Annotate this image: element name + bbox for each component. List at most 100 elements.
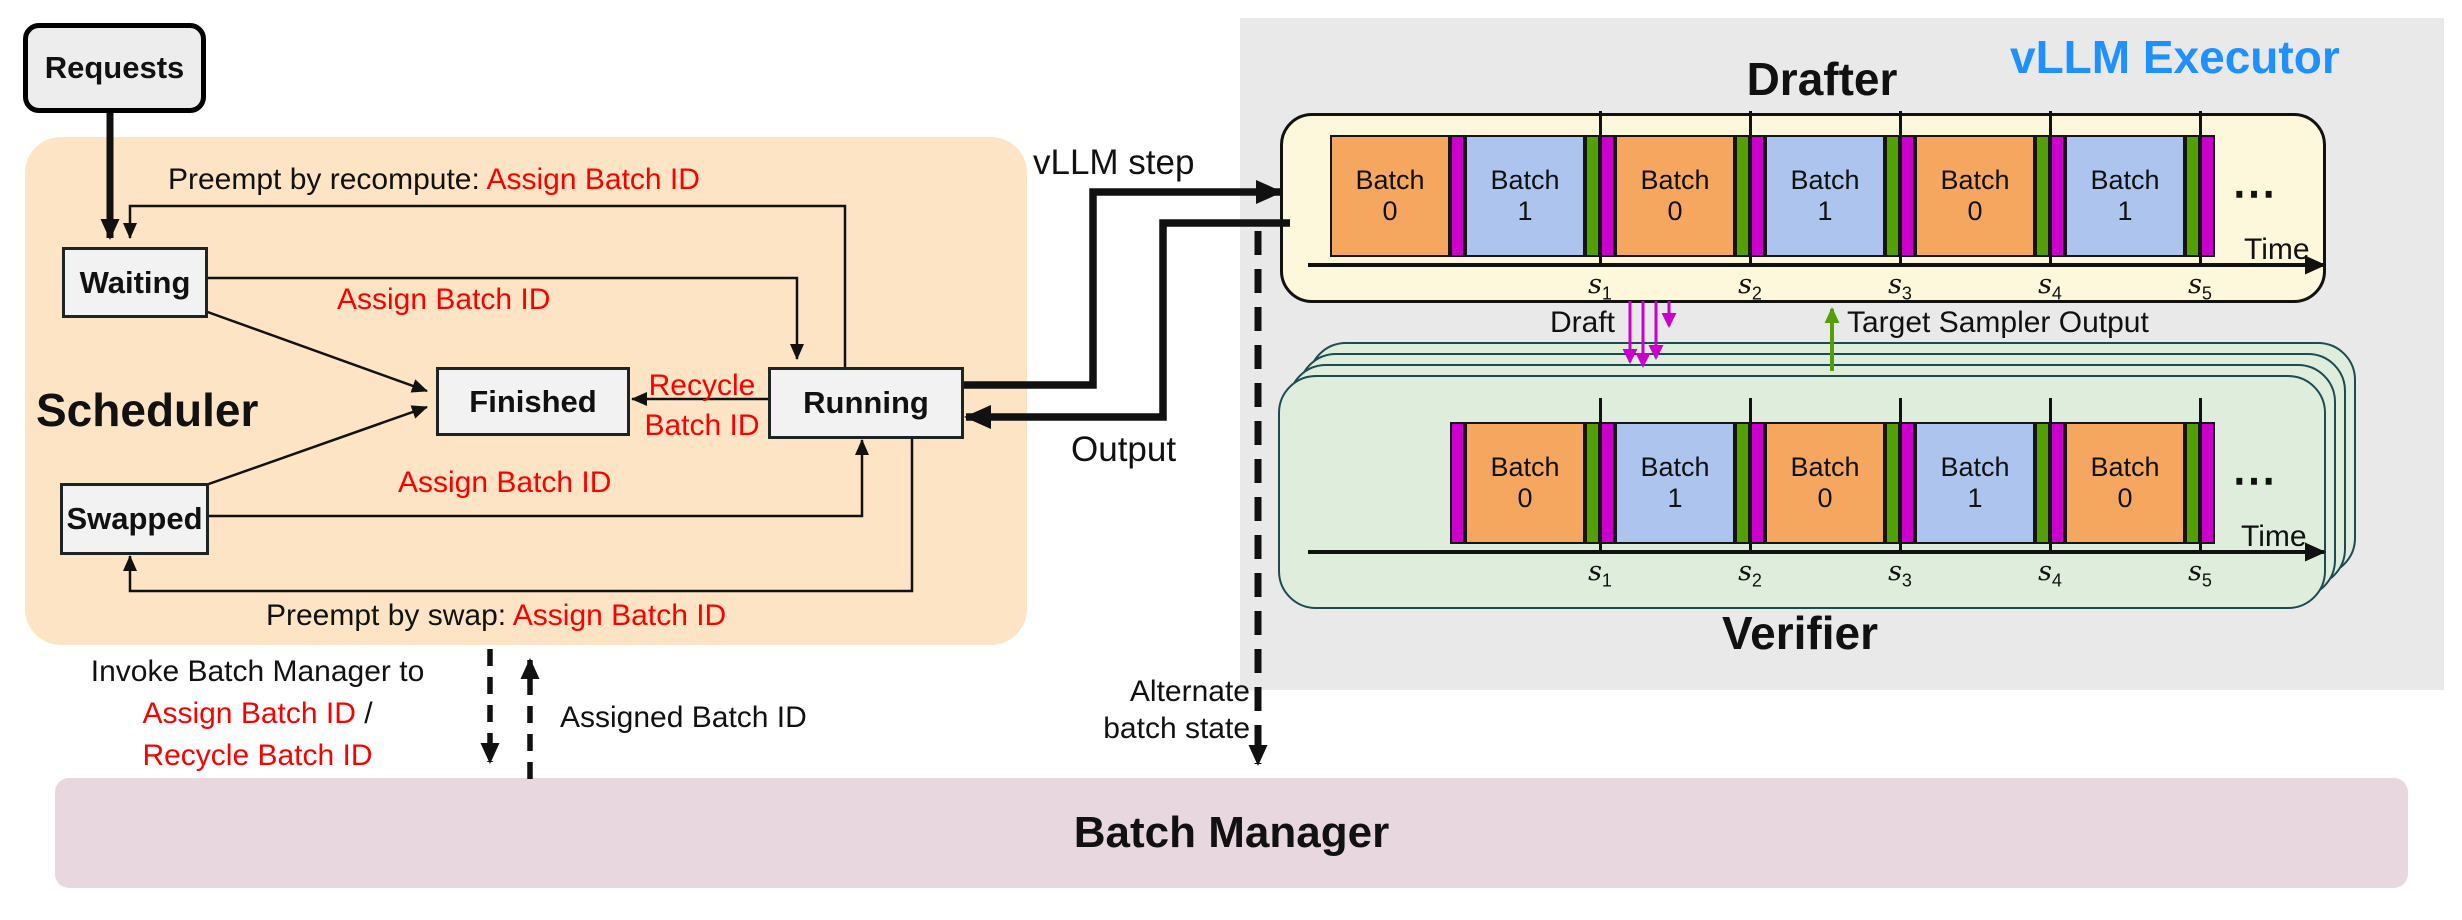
invoke-batch-manager-label: Invoke Batch Manager to Assign Batch ID … [55, 651, 460, 777]
batch-block-text: 1 [2117, 196, 2133, 226]
green-strip [2185, 422, 2200, 544]
step-tick [1598, 398, 1602, 422]
requests-box: Requests [23, 23, 206, 113]
state-swapped: Swapped [60, 483, 209, 555]
invoke-line2-black: / [355, 697, 373, 730]
green-strip [2185, 135, 2200, 257]
batch-block-text: 0 [1382, 196, 1398, 226]
step-label-s3: s3 [1888, 269, 1912, 304]
step-tick [1898, 398, 1902, 422]
alternate-line1: Alternate [1129, 675, 1250, 708]
invoke-line2-red: Assign Batch ID [142, 697, 356, 730]
batch-block-text: Batch [1355, 165, 1425, 195]
drafter-time-label: Time [2244, 233, 2310, 266]
output-label: Output [1071, 430, 1177, 469]
preempt-recompute-label: Preempt by recompute: Assign Batch ID [168, 163, 700, 197]
green-strip [1735, 422, 1750, 544]
step-tick [1598, 111, 1602, 135]
step-tick [1598, 257, 1602, 266]
preempt-swap-red: Assign Batch ID [512, 599, 727, 632]
requests-label: Requests [44, 50, 185, 85]
batch-manager-title: Batch Manager [1073, 808, 1390, 857]
green-strip [1585, 422, 1600, 544]
running-label: Running [803, 385, 929, 420]
assign-batch-id-swapped-label: Assign Batch ID [398, 466, 612, 499]
step-label-s2: s2 [1738, 556, 1762, 591]
state-finished: Finished [436, 367, 630, 436]
step-tick [1748, 257, 1752, 266]
batch-block-text: Batch [1940, 165, 2010, 195]
magenta-strip [2050, 135, 2065, 257]
batch-block-text: Batch [2090, 452, 2160, 482]
invoke-line3: Recycle Batch ID [142, 739, 373, 772]
verifier-time-label: Time [2241, 520, 2307, 553]
green-strip [1585, 135, 1600, 257]
preempt-swap-black: Preempt by swap: [266, 599, 513, 632]
preempt-recompute-black: Preempt by recompute: [168, 163, 487, 196]
magenta-strip [1450, 135, 1465, 257]
batch-block-text: 0 [1517, 483, 1533, 513]
batch-block-text: Batch [1640, 165, 1710, 195]
magenta-strip [2050, 422, 2065, 544]
step-tick [2048, 257, 2052, 266]
preempt-recompute-red: Assign Batch ID [486, 163, 700, 196]
batch-block-text: 1 [1967, 483, 1983, 513]
batch-block-text: Batch [1490, 452, 1560, 482]
batch-block-text: Batch [1940, 452, 2010, 482]
step-tick [2198, 398, 2202, 422]
state-running: Running [768, 367, 964, 439]
batch-block-text: 0 [1667, 196, 1683, 226]
batch-block-text: 1 [1667, 483, 1683, 513]
magenta-strip [2200, 422, 2215, 544]
batch-block-text: 0 [1817, 483, 1833, 513]
scheduler-title: Scheduler [36, 384, 259, 436]
alternate-line2: batch state [1103, 712, 1250, 745]
step-tick [2048, 544, 2052, 553]
green-strip [1885, 135, 1900, 257]
magenta-strip [1750, 422, 1765, 544]
magenta-strip [1900, 135, 1915, 257]
draft-label: Draft [1550, 306, 1616, 339]
step-label-s3: s3 [1888, 556, 1912, 591]
step-tick [1898, 111, 1902, 135]
step-tick [1598, 544, 1602, 553]
batch-block-text: Batch [1790, 165, 1860, 195]
magenta-strip [1450, 422, 1465, 544]
step-tick [1748, 544, 1752, 553]
step-label-s1: s1 [1588, 269, 1612, 304]
assigned-batch-id-label: Assigned Batch ID [560, 701, 807, 734]
magenta-strip [1900, 422, 1915, 544]
preempt-swap-label: Preempt by swap: Assign Batch ID [266, 599, 726, 633]
batch-manager-band: Batch Manager [55, 778, 2408, 888]
step-tick [2198, 257, 2202, 266]
step-tick [1748, 111, 1752, 135]
vllm-step-label: vLLM step [1033, 143, 1195, 182]
step-label-s5: s5 [2188, 556, 2212, 591]
step-tick [2198, 544, 2202, 553]
assign-batch-id-waiting-label: Assign Batch ID [337, 283, 551, 316]
batch-block-text: 1 [1817, 196, 1833, 226]
drafter-ellipsis: ⋯ [2232, 169, 2280, 218]
green-strip [1885, 422, 1900, 544]
magenta-strip [1600, 422, 1615, 544]
step-label-s5: s5 [2188, 269, 2212, 304]
batch-block-text: Batch [2090, 165, 2160, 195]
step-label-s1: s1 [1588, 556, 1612, 591]
batch-block-text: 0 [1967, 196, 1983, 226]
batch-block-text: Batch [1490, 165, 1560, 195]
magenta-strip [1600, 135, 1615, 257]
recycle-line1: Recycle [648, 369, 756, 402]
step-tick [1748, 398, 1752, 422]
step-tick [2048, 111, 2052, 135]
green-strip [1735, 135, 1750, 257]
